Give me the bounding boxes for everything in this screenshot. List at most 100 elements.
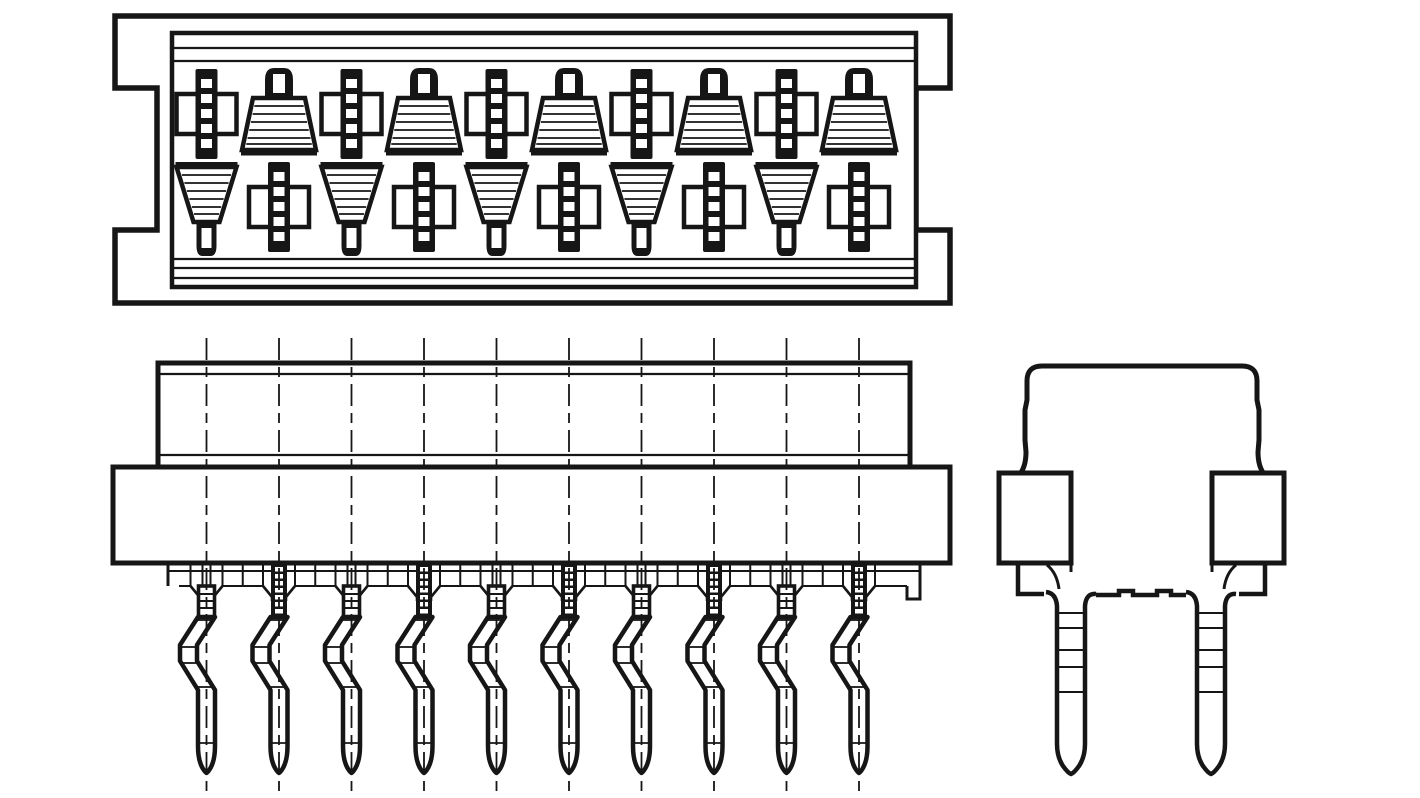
side-view bbox=[996, 363, 1287, 777]
top-view bbox=[112, 13, 953, 306]
idc-contact-slot bbox=[781, 139, 792, 148]
idc-contact-slot bbox=[853, 172, 865, 181]
idc-contact-slot bbox=[563, 232, 575, 241]
tooth-bevel bbox=[551, 585, 564, 601]
spring-contact-cone bbox=[753, 164, 820, 225]
idc-contact-slot bbox=[273, 172, 285, 181]
standoff-foot bbox=[1239, 563, 1268, 597]
formed-pin bbox=[322, 614, 363, 776]
idc-contact-slot bbox=[491, 124, 502, 133]
idc-contact-slot bbox=[346, 139, 357, 148]
idc-contact-slot bbox=[273, 232, 285, 241]
idc-contact-slot bbox=[491, 94, 502, 103]
pin-ladder-slot bbox=[420, 588, 428, 593]
tooth-bevel bbox=[719, 585, 732, 601]
board-lock-right bbox=[1209, 470, 1287, 566]
base-body bbox=[110, 464, 953, 566]
tooth-bevel bbox=[864, 585, 877, 601]
spring-cap-slot bbox=[708, 74, 720, 93]
idc-contact-slot bbox=[708, 172, 720, 181]
idc-contact-slot bbox=[636, 109, 647, 118]
idc-contact-slot bbox=[563, 187, 575, 196]
tooth-bevel bbox=[841, 585, 854, 601]
tooth-bevel bbox=[284, 585, 297, 601]
formed-pin bbox=[467, 614, 508, 776]
idc-contact-slot bbox=[201, 139, 212, 148]
idc-contact-slot bbox=[273, 187, 285, 196]
pin-fill bbox=[1197, 592, 1225, 776]
straight-pin bbox=[1185, 589, 1237, 777]
idc-contact-slot bbox=[853, 187, 865, 196]
idc-contact-slot bbox=[201, 94, 212, 103]
idc-contact-slot bbox=[201, 109, 212, 118]
idc-contact-slot bbox=[201, 79, 212, 88]
board-lock-left bbox=[996, 470, 1074, 566]
strip-end-wall bbox=[905, 563, 922, 601]
spring-cap-slot bbox=[201, 228, 212, 248]
formed-pin bbox=[250, 614, 290, 776]
idc-contact-slot bbox=[273, 217, 285, 226]
spring-cap-slot bbox=[636, 228, 647, 248]
pin-ladder-slot bbox=[855, 609, 863, 614]
idc-contact-slot bbox=[346, 79, 357, 88]
spring-contact-cone bbox=[608, 164, 675, 225]
contact-hook bbox=[1046, 563, 1061, 590]
idc-contact-slot bbox=[781, 79, 792, 88]
spring-contact-cone bbox=[173, 164, 240, 225]
idc-contact-slot bbox=[346, 109, 357, 118]
idc-contact-slot bbox=[563, 217, 575, 226]
tooth-bevel bbox=[429, 585, 442, 601]
standoff-foot bbox=[1015, 563, 1044, 597]
idc-contact-slot bbox=[418, 217, 430, 226]
spring-cap-slot bbox=[273, 74, 285, 93]
straight-pin bbox=[1045, 589, 1097, 777]
pin-ladder-slot bbox=[275, 588, 283, 593]
idc-contact-slot bbox=[708, 232, 720, 241]
contact-hook bbox=[1222, 563, 1237, 590]
spring-cap-slot bbox=[418, 74, 430, 93]
spring-contact-cone bbox=[463, 164, 530, 225]
idc-contact-slot bbox=[853, 232, 865, 241]
idc-contact-slot bbox=[636, 79, 647, 88]
idc-contact-slot bbox=[781, 124, 792, 133]
idc-contact-slot bbox=[636, 124, 647, 133]
pin-ladder-slot bbox=[855, 588, 863, 593]
spring-cap-slot bbox=[346, 228, 357, 248]
pin-ladder-slot bbox=[710, 609, 718, 614]
pin-ladder-slot bbox=[710, 588, 718, 593]
formed-pin bbox=[177, 614, 218, 776]
spring-cap-slot bbox=[563, 74, 575, 93]
tooth-bevel bbox=[406, 585, 419, 601]
pin-ladder-slot bbox=[275, 609, 283, 614]
idc-contact-slot bbox=[418, 202, 430, 211]
base-bottom-edge bbox=[1096, 588, 1186, 598]
spring-cap-slot bbox=[853, 74, 865, 93]
idc-contact-slot bbox=[346, 124, 357, 133]
idc-contact-slot bbox=[708, 187, 720, 196]
tooth-bevel bbox=[696, 585, 709, 601]
idc-contact-slot bbox=[491, 109, 502, 118]
front-view bbox=[110, 338, 953, 792]
idc-contact-slot bbox=[491, 139, 502, 148]
idc-contact-slot bbox=[781, 109, 792, 118]
formed-pin bbox=[685, 614, 725, 776]
idc-contact-slot bbox=[418, 172, 430, 181]
idc-contact-slot bbox=[418, 187, 430, 196]
spring-cap-slot bbox=[491, 228, 502, 248]
idc-contact-slot bbox=[636, 139, 647, 148]
pin-ladder-slot bbox=[420, 609, 428, 614]
formed-pin bbox=[540, 614, 580, 776]
formed-pin bbox=[612, 614, 653, 776]
pin-ladder-slot bbox=[565, 588, 573, 593]
idc-contact-slot bbox=[708, 217, 720, 226]
idc-contact-slot bbox=[636, 94, 647, 103]
idc-contact-slot bbox=[853, 217, 865, 226]
idc-contact-slot bbox=[491, 79, 502, 88]
idc-contact-slot bbox=[201, 124, 212, 133]
pin-fill bbox=[1057, 592, 1085, 776]
spring-cap-slot bbox=[781, 228, 792, 248]
idc-contact-slot bbox=[563, 172, 575, 181]
idc-contact-slot bbox=[563, 202, 575, 211]
housing-profile bbox=[1017, 363, 1267, 476]
